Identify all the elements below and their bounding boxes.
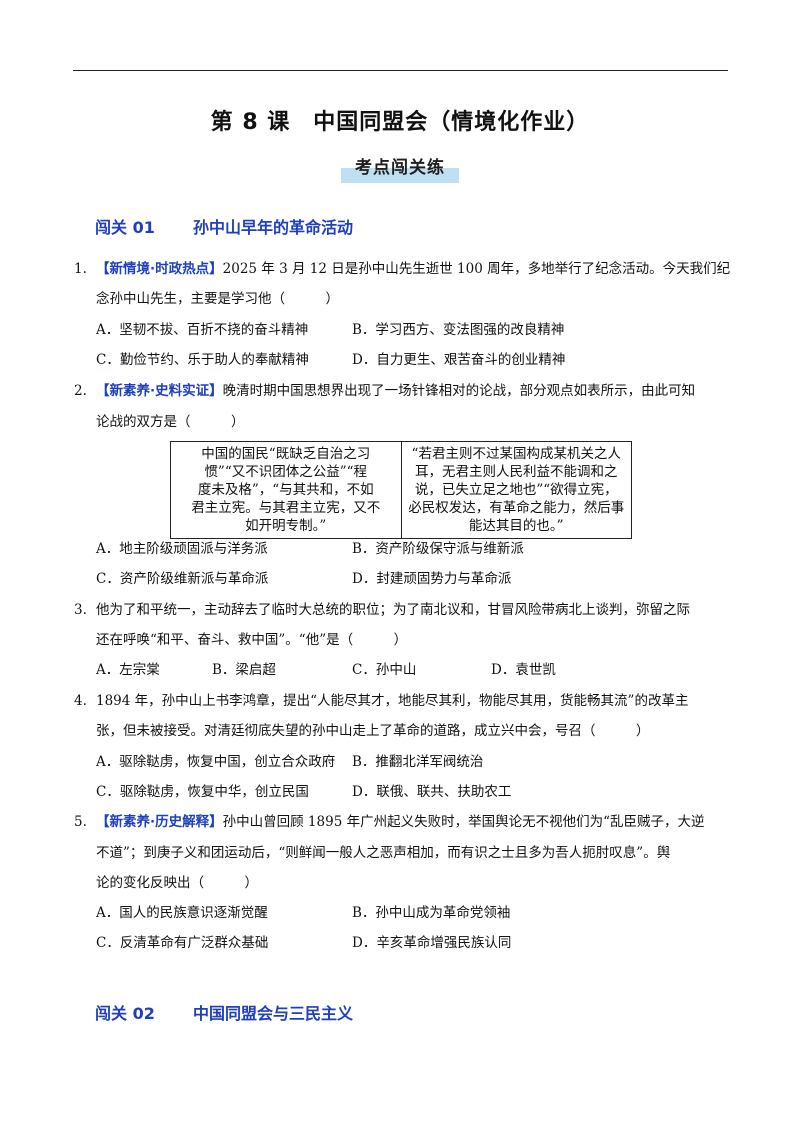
question-number: 2. — [74, 383, 87, 399]
cell-line: 耳，无君主则人民利益不能调和之 — [415, 464, 618, 480]
cell-line: 必民权发达，有革命之能力，然后事 — [408, 500, 625, 516]
question-number: 4. — [74, 693, 87, 709]
option-b[interactable]: B．学习西方、变法图强的改良精神 — [352, 322, 565, 338]
question-line: 【新素养·历史解释】孙中山曾回顾 1895 年广州起义失败时，举国舆论无不视他们… — [96, 812, 704, 832]
section-heading-01: 闯关 01 孙中山早年的革命活动 — [95, 214, 353, 238]
option-c[interactable]: C．孙中山 — [352, 662, 417, 678]
option-d[interactable]: D．袁世凯 — [491, 662, 556, 678]
question-text: 他为了和平统一，主动辞去了临时大总统的职位；为了南北议和，甘冒风险带病北上谈判，… — [96, 602, 690, 618]
viewpoint-table: 中国的国民“既缺乏自治之习 惯”“又不识团体之公益”“程 度未及格”，“与其共和… — [170, 441, 632, 539]
question-text: 论的变化反映出（ ） — [96, 875, 258, 891]
option-a[interactable]: A．坚韧不拔、百折不挠的奋斗精神 — [96, 322, 309, 338]
question-text: 2025 年 3 月 12 日是孙中山先生逝世 100 周年，多地举行了纪念活动… — [222, 261, 731, 277]
option-a[interactable]: A．国人的民族意识逐渐觉醒 — [96, 905, 268, 921]
cell-line: 度未及格”，“与其共和，不如 — [197, 482, 374, 498]
option-c[interactable]: C．反清革命有广泛群众基础 — [96, 935, 269, 951]
section-title: 中国同盟会与三民主义 — [193, 1004, 354, 1023]
option-d[interactable]: D．联俄、联共、扶助农工 — [352, 784, 512, 800]
question-number: 1. — [74, 261, 87, 277]
page-title: 第 8 课 中国同盟会（情境化作业） — [210, 110, 590, 135]
option-a[interactable]: A．驱除鞑虏，恢复中国，创立合众政府 — [96, 754, 336, 770]
cell-line: 中国的国民“既缺乏自治之习 — [201, 446, 371, 462]
question-text: 论战的双方是（ ） — [96, 414, 245, 430]
question-text: 孙中山曾回顾 1895 年广州起义失败时，举国舆论无不视他们为“乱臣贼子，大逆 — [222, 814, 705, 830]
question-tag: 【新素养·历史解释】 — [96, 814, 223, 830]
question-text: 1894 年，孙中山上书李鸿章，提出“人能尽其才，地能尽其利，物能尽其用，货能畅… — [96, 693, 689, 709]
question-number: 5. — [74, 814, 87, 830]
option-b[interactable]: B．孙中山成为革命党领袖 — [352, 905, 511, 921]
option-d[interactable]: D．自力更生、艰苦奋斗的创业精神 — [352, 352, 566, 368]
question-text: 晚清时期中国思想界出现了一场针锋相对的论战，部分观点如表所示，由此可知 — [222, 383, 696, 399]
option-c[interactable]: C．资产阶级维新派与革命派 — [96, 571, 269, 587]
option-b[interactable]: B．资产阶级保守派与维新派 — [352, 541, 524, 557]
table-row: 中国的国民“既缺乏自治之习 惯”“又不识团体之公益”“程 度未及格”，“与其共和… — [170, 441, 632, 539]
question-line: 【新情境·时政热点】2025 年 3 月 12 日是孙中山先生逝世 100 周年… — [96, 259, 730, 279]
cell-line: 能达其目的也。” — [468, 518, 564, 534]
badge-container: 考点闯关练 — [0, 156, 800, 183]
question-text: 还在呼唤“和平、奋斗、救中国”。“他”是（ ） — [96, 632, 408, 648]
section-badge: 考点闯关练 — [341, 156, 459, 183]
question-tag: 【新素养·史料实证】 — [96, 383, 223, 399]
question-text: 张，但未被接受。对清廷彻底失望的孙中山走上了革命的道路，成立兴中会，号召（ ） — [96, 723, 650, 739]
question-line: 【新素养·史料实证】晚清时期中国思想界出现了一场针锋相对的论战，部分观点如表所示… — [96, 381, 695, 401]
section-label: 闯关 02 — [95, 1004, 155, 1023]
cell-line: 说，已失立足之地也”“欲得立宪， — [414, 482, 618, 498]
table-cell-left: 中国的国民“既缺乏自治之习 惯”“又不识团体之公益”“程 度未及格”，“与其共和… — [170, 441, 402, 539]
option-a[interactable]: A．左宗棠 — [96, 662, 160, 678]
option-b[interactable]: B．推翻北洋军阀统治 — [352, 754, 484, 770]
option-d[interactable]: D．辛亥革命增强民族认同 — [352, 935, 512, 951]
header-rule — [73, 70, 728, 71]
cell-line: 如开明专制。” — [245, 518, 327, 534]
option-c[interactable]: C．勤俭节约、乐于助人的奉献精神 — [96, 352, 309, 368]
cell-line: 君主立宪。与其君主立宪，又不 — [191, 500, 381, 516]
table-cell-right: “若君主则不过某国构成某机关之人 耳，无君主则人民利益不能调和之 说，已失立足之… — [400, 441, 632, 539]
section-heading-02: 闯关 02 中国同盟会与三民主义 — [95, 1000, 353, 1024]
option-c[interactable]: C．驱除鞑虏，恢复中华，创立民国 — [96, 784, 309, 800]
question-tag: 【新情境·时政热点】 — [96, 261, 223, 277]
cell-line: “若君主则不过某国构成某机关之人 — [411, 446, 621, 462]
option-b[interactable]: B．梁启超 — [212, 662, 276, 678]
section-label: 闯关 01 — [95, 218, 155, 237]
section-title: 孙中山早年的革命活动 — [193, 218, 354, 237]
option-a[interactable]: A．地主阶级顽固派与洋务派 — [96, 541, 268, 557]
option-d[interactable]: D．封建顽固势力与革命派 — [352, 571, 512, 587]
question-text: 念孙中山先生，主要是学习他（ ） — [96, 291, 339, 307]
question-text: 不道”；到庚子义和团运动后，“则鲜闻一般人之恶声相加，而有识之士且多为吾人扼肘叹… — [96, 845, 671, 861]
question-number: 3. — [74, 602, 87, 618]
cell-line: 惯”“又不识团体之公益”“程 — [204, 464, 368, 480]
